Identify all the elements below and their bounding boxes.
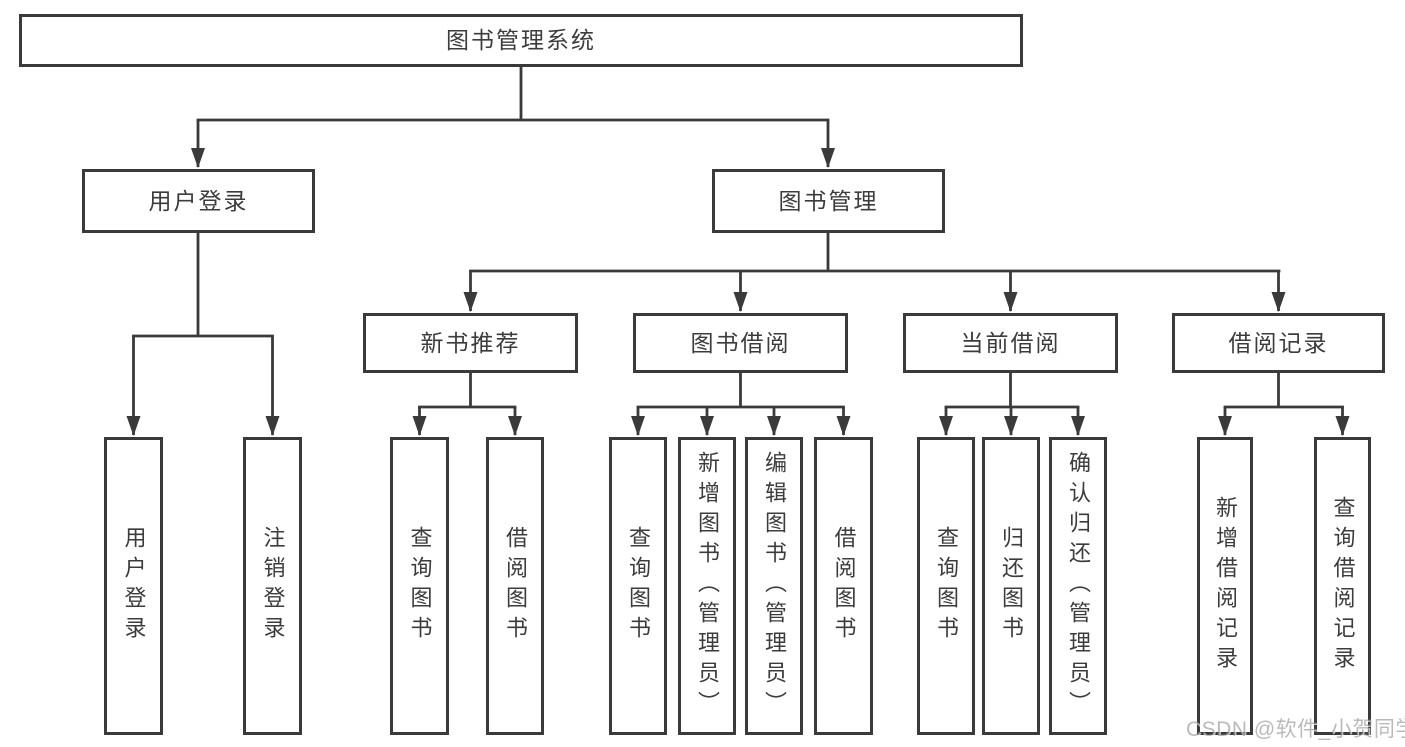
leaf-confirm-return-admin: 确认归还（管理员） bbox=[1049, 437, 1107, 735]
leaf-edit-book-admin: 编辑图书（管理员） bbox=[745, 437, 803, 735]
node-book-borrow: 图书借阅 bbox=[633, 313, 848, 373]
leaf-logout: 注销登录 bbox=[243, 437, 302, 735]
node-borrow-record: 借阅记录 bbox=[1172, 313, 1385, 373]
node-current-borrow: 当前借阅 bbox=[903, 313, 1118, 373]
node-new-book-recommend: 新书推荐 bbox=[363, 313, 578, 373]
csdn-watermark: CSDN @软件_小贺同学 bbox=[1186, 718, 1405, 741]
leaf-query-borrow-record: 查询借阅记录 bbox=[1314, 437, 1371, 735]
leaf-add-book-admin: 新增图书（管理员） bbox=[678, 437, 736, 735]
leaf-return-book: 归还图书 bbox=[982, 437, 1040, 735]
node-user-login: 用户登录 bbox=[82, 169, 315, 233]
leaf-query-book-recommend: 查询图书 bbox=[390, 437, 449, 735]
leaf-query-book-current: 查询图书 bbox=[917, 437, 975, 735]
leaf-borrow-book-recommend: 借阅图书 bbox=[486, 437, 544, 735]
leaf-borrow-book: 借阅图书 bbox=[814, 437, 873, 735]
leaf-user-login: 用户登录 bbox=[104, 437, 163, 735]
leaf-add-borrow-record: 新增借阅记录 bbox=[1197, 437, 1253, 735]
node-root-system: 图书管理系统 bbox=[19, 14, 1023, 67]
node-book-management: 图书管理 bbox=[712, 169, 945, 233]
leaf-query-book-borrow: 查询图书 bbox=[609, 437, 667, 735]
